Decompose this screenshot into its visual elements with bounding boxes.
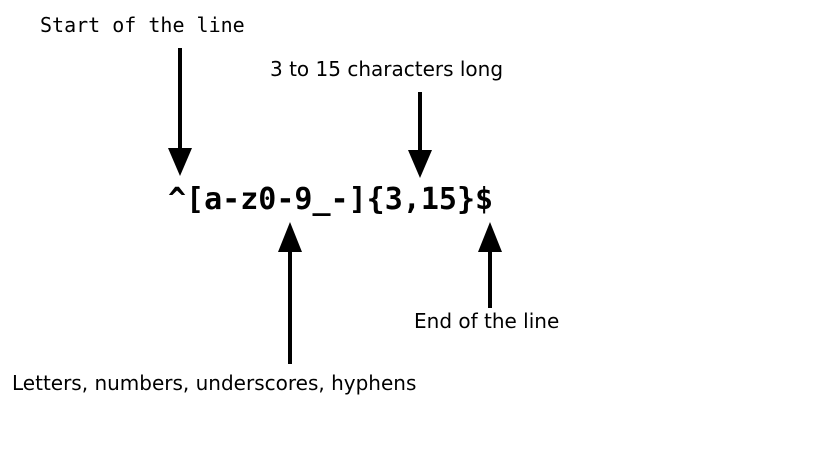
arrow-down-start-of-line (168, 48, 192, 176)
arrow-down-length-range (408, 92, 432, 178)
arrow-up-allowed-characters (278, 222, 302, 364)
annotation-label-start-of-line: Start of the line (40, 13, 245, 37)
annotation-label-end-of-line: End of the line (414, 309, 560, 333)
arrow-up-end-of-line (478, 222, 502, 308)
regex-pattern: ^[a-z0-9_-]{3,15}$ (168, 182, 494, 217)
annotation-label-length-range: 3 to 15 characters long (270, 57, 504, 81)
annotation-label-allowed-characters: Letters, numbers, underscores, hyphens (12, 371, 417, 395)
